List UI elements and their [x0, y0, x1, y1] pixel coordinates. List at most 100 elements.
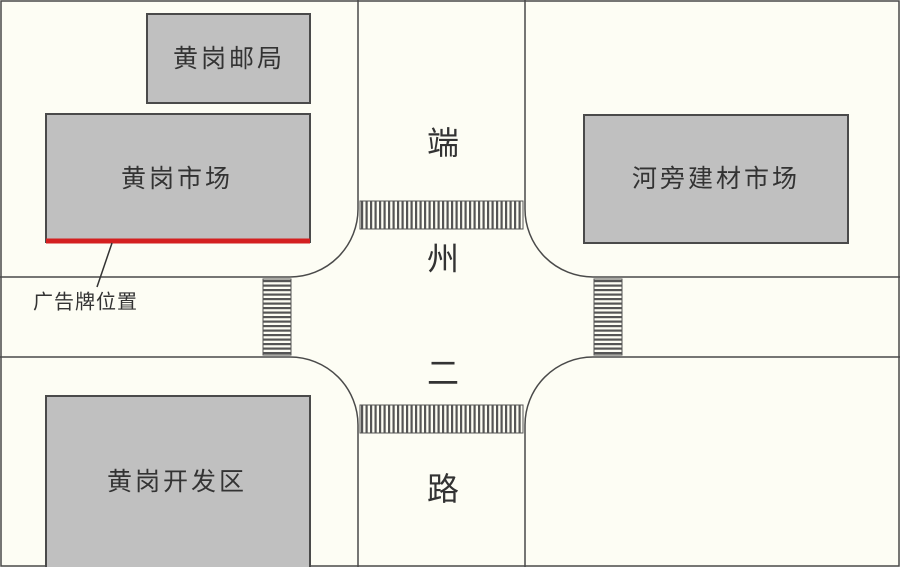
crosswalk-north-stripe: [437, 201, 440, 229]
crosswalk-south-stripe: [442, 405, 445, 433]
crosswalk-west-stripe: [263, 320, 291, 323]
crosswalk-east-stripe: [594, 325, 622, 328]
road-name-char-1: 端: [427, 124, 459, 162]
crosswalk-south-stripe: [370, 405, 373, 433]
crosswalk-south-stripe: [446, 405, 449, 433]
crosswalk-north-stripe: [478, 201, 481, 229]
crosswalk-south-stripe: [424, 405, 427, 433]
crosswalk-west-stripe: [263, 289, 291, 292]
crosswalk-south-stripe: [397, 405, 400, 433]
crosswalk-south-stripe: [478, 405, 481, 433]
block-outline-top-right: [524, 0, 900, 278]
crosswalk-south-stripe: [392, 405, 395, 433]
crosswalk-north-stripe: [419, 201, 422, 229]
crosswalk-south-stripe: [482, 405, 485, 433]
crosswalk-north-stripe: [383, 201, 386, 229]
block-outline-bottom-right: [524, 356, 900, 567]
crosswalk-north-stripe: [415, 201, 418, 229]
callout-leader-line: [96, 242, 113, 288]
crosswalk-south-stripe: [383, 405, 386, 433]
crosswalk-south-stripe: [505, 405, 508, 433]
crosswalk-north-stripe: [496, 201, 499, 229]
crosswalk-west: [262, 278, 292, 356]
crosswalk-south-stripe: [401, 405, 404, 433]
crosswalk-east-stripe: [594, 352, 622, 355]
building-market-label: 黄岗市场: [121, 164, 233, 193]
crosswalk-north-stripe: [509, 201, 512, 229]
crosswalk-north-stripe: [451, 201, 454, 229]
crosswalk-south-stripe: [433, 405, 436, 433]
crosswalk-north-stripe: [361, 201, 364, 229]
billboard-callout-label: 广告牌位置: [33, 290, 138, 314]
crosswalk-south-stripe: [415, 405, 418, 433]
building-development-zone-label: 黄岗开发区: [107, 467, 247, 496]
crosswalk-north-stripe: [455, 201, 458, 229]
crosswalk-east-stripe: [594, 280, 622, 283]
crosswalk-west-stripe: [263, 334, 291, 337]
crosswalk-north-stripe: [446, 201, 449, 229]
block-outline-top-left: [0, 0, 359, 278]
crosswalk-east-stripe: [594, 343, 622, 346]
crosswalk-south-stripe: [374, 405, 377, 433]
crosswalk-south-stripe: [487, 405, 490, 433]
crosswalk-west-stripe: [263, 325, 291, 328]
crosswalk-east-stripe: [594, 293, 622, 296]
crosswalk-north-stripe: [401, 201, 404, 229]
crosswalk-south-stripe: [464, 405, 467, 433]
crosswalk-north-stripe: [505, 201, 508, 229]
crosswalk-north-stripe: [406, 201, 409, 229]
crosswalk-north-stripe: [473, 201, 476, 229]
crosswalk-east-stripe: [594, 316, 622, 319]
crosswalk-south-stripe: [496, 405, 499, 433]
crosswalk-west-stripe: [263, 298, 291, 301]
crosswalk-south-stripe: [437, 405, 440, 433]
crosswalk-south-stripe: [509, 405, 512, 433]
crosswalk-south-stripe: [514, 405, 517, 433]
crosswalk-north-stripe: [365, 201, 368, 229]
crosswalk-south-stripe: [406, 405, 409, 433]
crosswalk-west-stripe: [263, 347, 291, 350]
crosswalk-north-stripe: [428, 201, 431, 229]
block-outline-bottom-left: [0, 356, 359, 567]
crosswalk-north-stripe: [433, 201, 436, 229]
crosswalk-south-frame: [359, 404, 524, 434]
crosswalk-south-stripe: [500, 405, 503, 433]
crosswalk-south-stripe: [365, 405, 368, 433]
crosswalk-east-stripe: [594, 298, 622, 301]
building-market: 黄岗市场: [45, 113, 311, 243]
crosswalk-north-stripe: [388, 201, 391, 229]
road-name-char-3: 二: [427, 354, 459, 392]
crosswalk-south-stripe: [491, 405, 494, 433]
crosswalk-north-stripe: [379, 201, 382, 229]
road-name-char-2: 州: [427, 240, 459, 278]
crosswalk-west-stripe: [263, 311, 291, 314]
crosswalk-south-stripe: [451, 405, 454, 433]
crosswalk-south-stripe: [469, 405, 472, 433]
crosswalk-east-stripe: [594, 311, 622, 314]
crosswalk-north: [359, 200, 524, 230]
crosswalk-east-stripe: [594, 329, 622, 332]
crosswalk-west-stripe: [263, 307, 291, 310]
crosswalk-north-stripe: [464, 201, 467, 229]
crosswalk-west-stripe: [263, 352, 291, 355]
crosswalk-north-stripe: [442, 201, 445, 229]
crosswalk-north-stripe: [374, 201, 377, 229]
crosswalk-north-stripe: [469, 201, 472, 229]
crosswalk-north-stripe: [514, 201, 517, 229]
crosswalk-east-stripe: [594, 338, 622, 341]
crosswalk-east-stripe: [594, 334, 622, 337]
crosswalk-east: [593, 278, 623, 356]
crosswalk-west-stripe: [263, 316, 291, 319]
crosswalk-south-stripe: [379, 405, 382, 433]
crosswalk-north-stripe: [392, 201, 395, 229]
crosswalk-west-stripe: [263, 280, 291, 283]
crosswalk-north-stripe: [460, 201, 463, 229]
building-materials-market: 河旁建材市场: [583, 114, 849, 244]
crosswalk-north-stripe: [424, 201, 427, 229]
crosswalk-east-stripe: [594, 320, 622, 323]
crosswalk-west-stripe: [263, 293, 291, 296]
crosswalk-east-stripe: [594, 284, 622, 287]
crosswalk-south-stripe: [388, 405, 391, 433]
